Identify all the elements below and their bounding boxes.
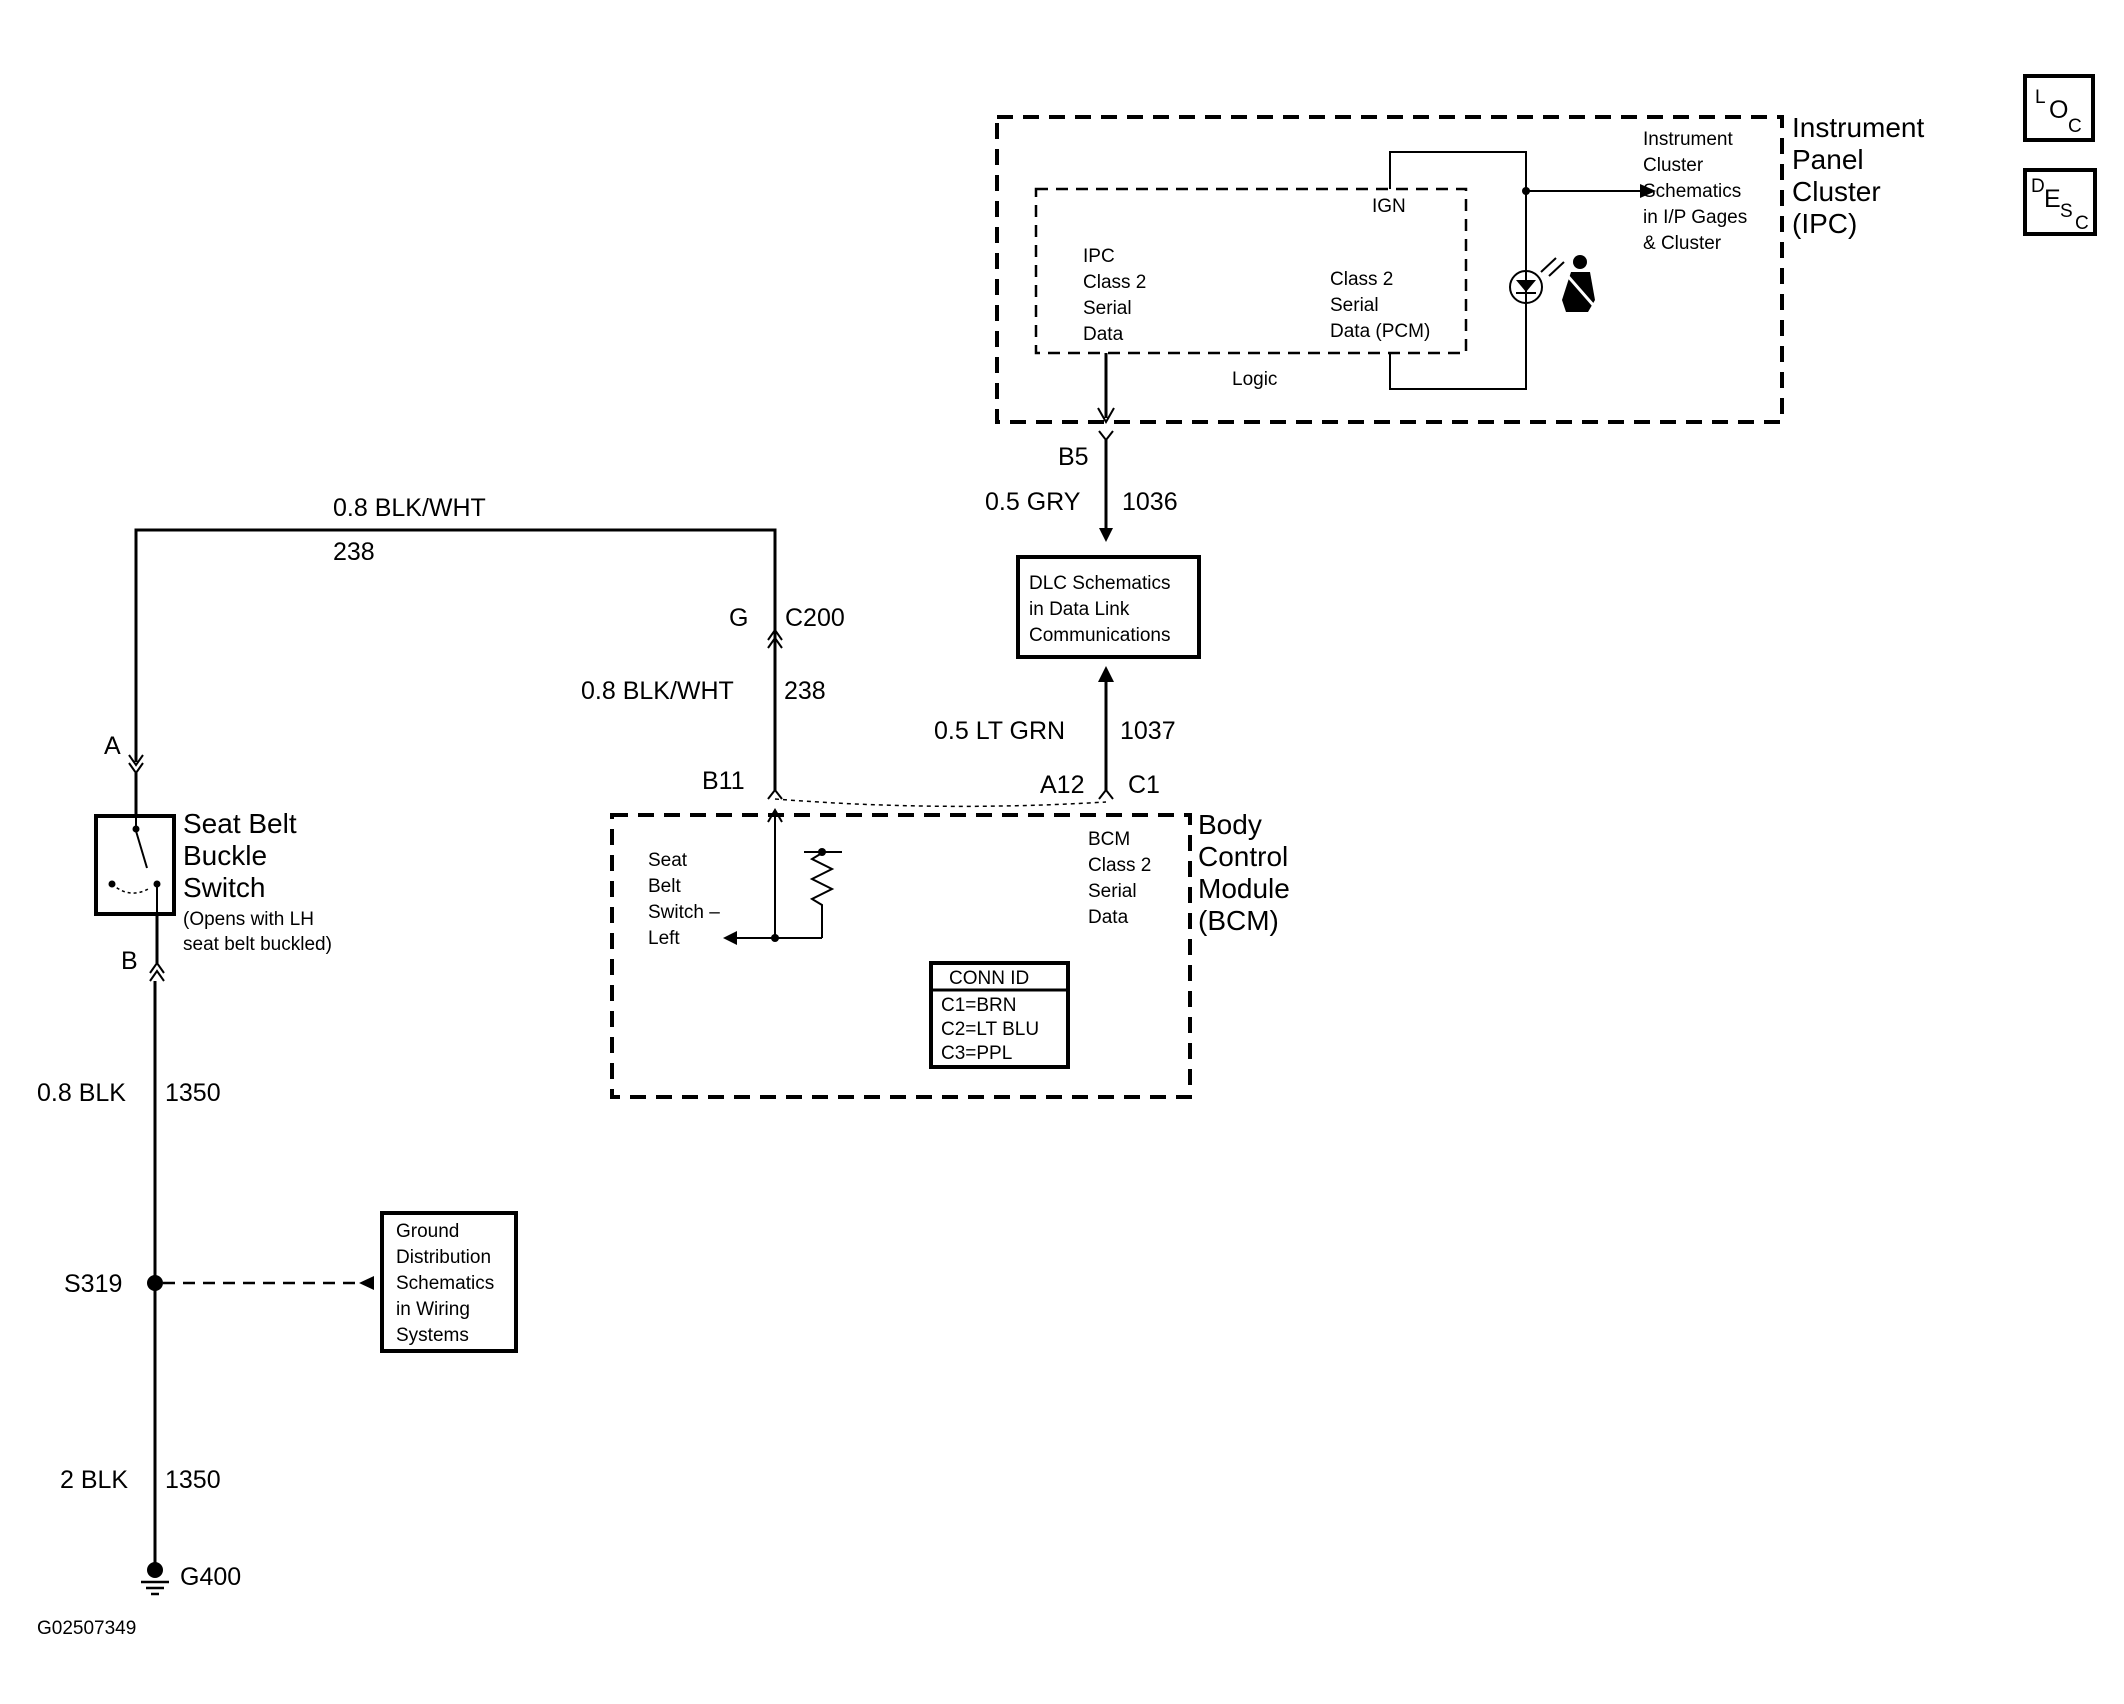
pin-a12-connector-icon <box>1098 788 1114 800</box>
bcm-module-outline <box>610 813 1192 1099</box>
switch-note: (Opens with LH seat belt buckled) <box>183 909 332 955</box>
conn-id-rows: C1=BRN C2=LT BLU C3=PPL <box>941 995 1044 1064</box>
wire-1037-arrowhead <box>1098 666 1114 682</box>
pin-g-label: G <box>729 604 748 632</box>
wire-1037-circuit: 1037 <box>1120 717 1176 745</box>
pin-b5-label: B5 <box>1058 443 1089 471</box>
ground-distribution-reference-box[interactable] <box>380 1211 518 1353</box>
desc-button[interactable]: D E S C <box>2023 168 2097 236</box>
bcm-input-arrowhead <box>723 931 737 945</box>
seatbelt-indicator-lamp-icon <box>1509 257 1565 304</box>
wire-1350-circuit-lower: 1350 <box>165 1466 221 1494</box>
connector-c1-link <box>774 798 1107 808</box>
switch-title: Seat Belt Buckle Switch <box>183 808 304 903</box>
pin-b11-connector-icon <box>767 788 783 800</box>
pin-a-label: A <box>104 732 121 760</box>
conn-id-table <box>929 961 1070 1069</box>
loc-letter-c: C <box>2068 116 2082 137</box>
wire-238-top-circuit: 238 <box>333 538 375 566</box>
pin-b-label: B <box>121 947 138 975</box>
wire-1350-color-lower: 2 BLK <box>60 1466 128 1494</box>
pin-b5-connector-icon <box>1098 430 1114 442</box>
figure-id: G02507349 <box>37 1618 136 1639</box>
pcm-class2-serial-label: Class 2 Serial Data (PCM) <box>1330 269 1430 342</box>
ground-g400-label: G400 <box>180 1563 241 1591</box>
wire-238-mid-circuit: 238 <box>784 677 826 705</box>
ipc-reference-text: Instrument Cluster Schematics in I/P Gag… <box>1643 129 1753 254</box>
desc-letter-s: S <box>2060 201 2073 222</box>
desc-letter-c: C <box>2075 213 2089 234</box>
ipc-module-outline <box>995 115 1784 424</box>
pin-a12-label: A12 <box>1040 771 1084 799</box>
pin-b-connector-icon <box>149 961 165 982</box>
wire-238-mid-color: 0.8 BLK/WHT <box>581 677 734 705</box>
ground-distribution-text: Ground Distribution Schematics in Wiring… <box>396 1221 499 1346</box>
pin-b11-label: B11 <box>702 767 745 795</box>
loc-letter-o: O <box>2049 96 2068 124</box>
pull-up-resistor-icon <box>809 852 835 938</box>
desc-letter-d: D <box>2031 176 2045 197</box>
wire-238-top-color: 0.8 BLK/WHT <box>333 494 486 522</box>
wire-1036-circuit: 1036 <box>1122 488 1178 516</box>
desc-button-frame[interactable] <box>2023 168 2097 236</box>
pin-c1-label: C1 <box>1128 771 1160 799</box>
connector-c200-label: C200 <box>785 604 845 632</box>
switch-contact-icon <box>108 816 161 914</box>
wire-1037-color: 0.5 LT GRN <box>934 717 1065 745</box>
wire-1036-arrowhead <box>1099 528 1113 542</box>
loc-button-frame[interactable] <box>2023 74 2095 142</box>
splice-s319-label: S319 <box>64 1270 122 1298</box>
wire-1350-circuit-upper: 1350 <box>165 1079 221 1107</box>
ipc-serial-data-arrow <box>1097 407 1115 425</box>
ipc-ign-label: IGN <box>1372 196 1406 217</box>
bcm-input-arrow <box>767 808 783 823</box>
loc-letter-l: L <box>2035 87 2046 108</box>
ground-reference-arrowhead <box>359 1276 374 1290</box>
loc-button[interactable]: L O C <box>2023 74 2095 142</box>
ipc-class2-serial-label: IPC Class 2 Serial Data <box>1083 246 1152 345</box>
splice-s319-icon <box>147 1275 163 1291</box>
connector-c200-icon <box>767 628 783 649</box>
wire-1350-color-upper: 0.8 BLK <box>37 1079 126 1107</box>
seatbelt-person-icon <box>1562 255 1596 312</box>
bcm-seatbelt-switch-input-label: Seat Belt Switch – Left <box>648 850 725 949</box>
ipc-title: Instrument Panel Cluster (IPC) <box>1792 112 1932 239</box>
dlc-reference-box[interactable] <box>1016 555 1201 659</box>
wire-238 <box>134 528 777 790</box>
desc-letter-e: E <box>2044 185 2061 213</box>
ipc-logic-outline <box>1034 187 1468 355</box>
ground-g400-icon <box>141 1562 169 1596</box>
conn-id-header: CONN ID <box>949 968 1029 989</box>
ipc-logic-label: Logic <box>1232 369 1277 390</box>
bcm-title: Body Control Module (BCM) <box>1198 809 1298 936</box>
ipc-ref-arrowhead <box>1640 184 1656 198</box>
wire-1036-color: 0.5 GRY <box>985 488 1081 516</box>
dlc-reference-text: DLC Schematics in Data Link Communicatio… <box>1029 573 1176 646</box>
bcm-class2-serial-label: BCM Class 2 Serial Data <box>1088 829 1157 928</box>
